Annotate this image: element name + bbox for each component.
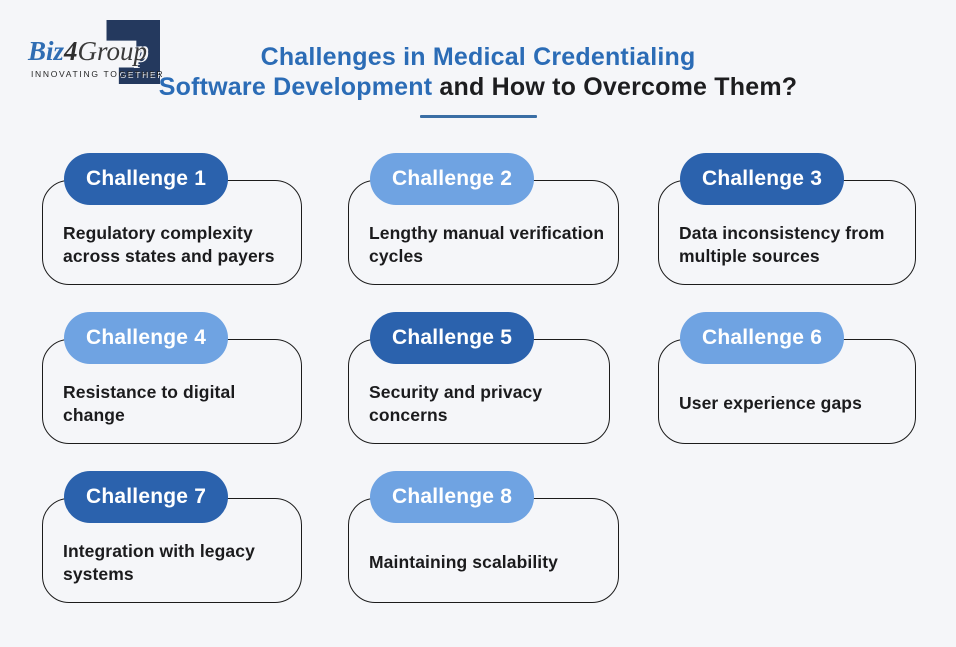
challenge-7-text: Integration with legacy systems — [63, 540, 255, 584]
challenge-7-body: Integration with legacy systems — [63, 523, 291, 602]
page-title: Challenges in Medical Credentialing Soft… — [0, 42, 956, 118]
biz4group-logo: Biz4Group INNOVATING TOGETHER — [28, 20, 168, 86]
challenge-2-text: Lengthy manual verification cycles — [369, 222, 605, 266]
challenge-8-badge: Challenge 8 — [370, 471, 535, 523]
challenge-4-badge: Challenge 4 — [64, 312, 229, 364]
title-divider — [419, 115, 537, 118]
challenge-5-text: Security and privacy concerns — [369, 381, 543, 425]
challenge-3-badge: Challenge 3 — [680, 153, 845, 205]
challenge-6-body: User experience gaps — [679, 364, 905, 443]
challenge-1-text: Regulatory complexity across states and … — [63, 222, 275, 266]
logo-bracket-icon — [106, 20, 160, 84]
challenge-8-body: Maintaining scalability — [369, 523, 608, 602]
title-line2-highlight: Software Development — [158, 73, 433, 101]
challenge-5-body: Security and privacy concerns — [369, 364, 599, 443]
title-line1-highlight: Challenges in Medical Credentialing — [260, 43, 696, 71]
title-line2-rest: and How to Overcome Them? — [432, 73, 798, 101]
logo-tagline: INNOVATING TOGETHER — [31, 69, 165, 79]
logo-group: Group — [77, 36, 148, 66]
challenge-2-body: Lengthy manual verification cycles — [369, 205, 608, 284]
challenge-card-8: Challenge 8 Maintaining scalability — [348, 471, 619, 603]
challenge-2-badge: Challenge 2 — [370, 153, 535, 205]
challenge-7-badge: Challenge 7 — [64, 471, 229, 523]
challenge-3-body: Data inconsistency from multiple sources — [679, 205, 905, 284]
challenge-3-text: Data inconsistency from multiple sources — [679, 222, 885, 266]
challenge-4-body: Resistance to digital change — [63, 364, 291, 443]
challenge-8-text: Maintaining scalability — [369, 552, 559, 572]
title-line-1: Challenges in Medical Credentialing — [0, 42, 956, 72]
challenge-1-body: Regulatory complexity across states and … — [63, 205, 291, 284]
challenge-card-2: Challenge 2 Lengthy manual verification … — [348, 153, 619, 285]
logo-biz: Biz — [28, 36, 65, 66]
challenge-6-badge: Challenge 6 — [680, 312, 845, 364]
challenge-card-7: Challenge 7 Integration with legacy syst… — [42, 471, 302, 603]
logo-four: 4 — [64, 36, 78, 66]
challenge-6-text: User experience gaps — [679, 393, 862, 413]
challenge-1-badge: Challenge 1 — [64, 153, 229, 205]
challenge-card-5: Challenge 5 Security and privacy concern… — [348, 312, 610, 444]
logo-wordmark: Biz4Group — [28, 36, 147, 66]
challenge-card-6: Challenge 6 User experience gaps — [658, 312, 916, 444]
challenge-card-4: Challenge 4 Resistance to digital change — [42, 312, 302, 444]
challenge-5-badge: Challenge 5 — [370, 312, 535, 364]
challenge-card-3: Challenge 3 Data inconsistency from mult… — [658, 153, 916, 285]
challenge-card-1: Challenge 1 Regulatory complexity across… — [42, 153, 302, 285]
title-line-2: Software Development and How to Overcome… — [0, 72, 956, 102]
challenge-4-text: Resistance to digital change — [63, 381, 236, 425]
